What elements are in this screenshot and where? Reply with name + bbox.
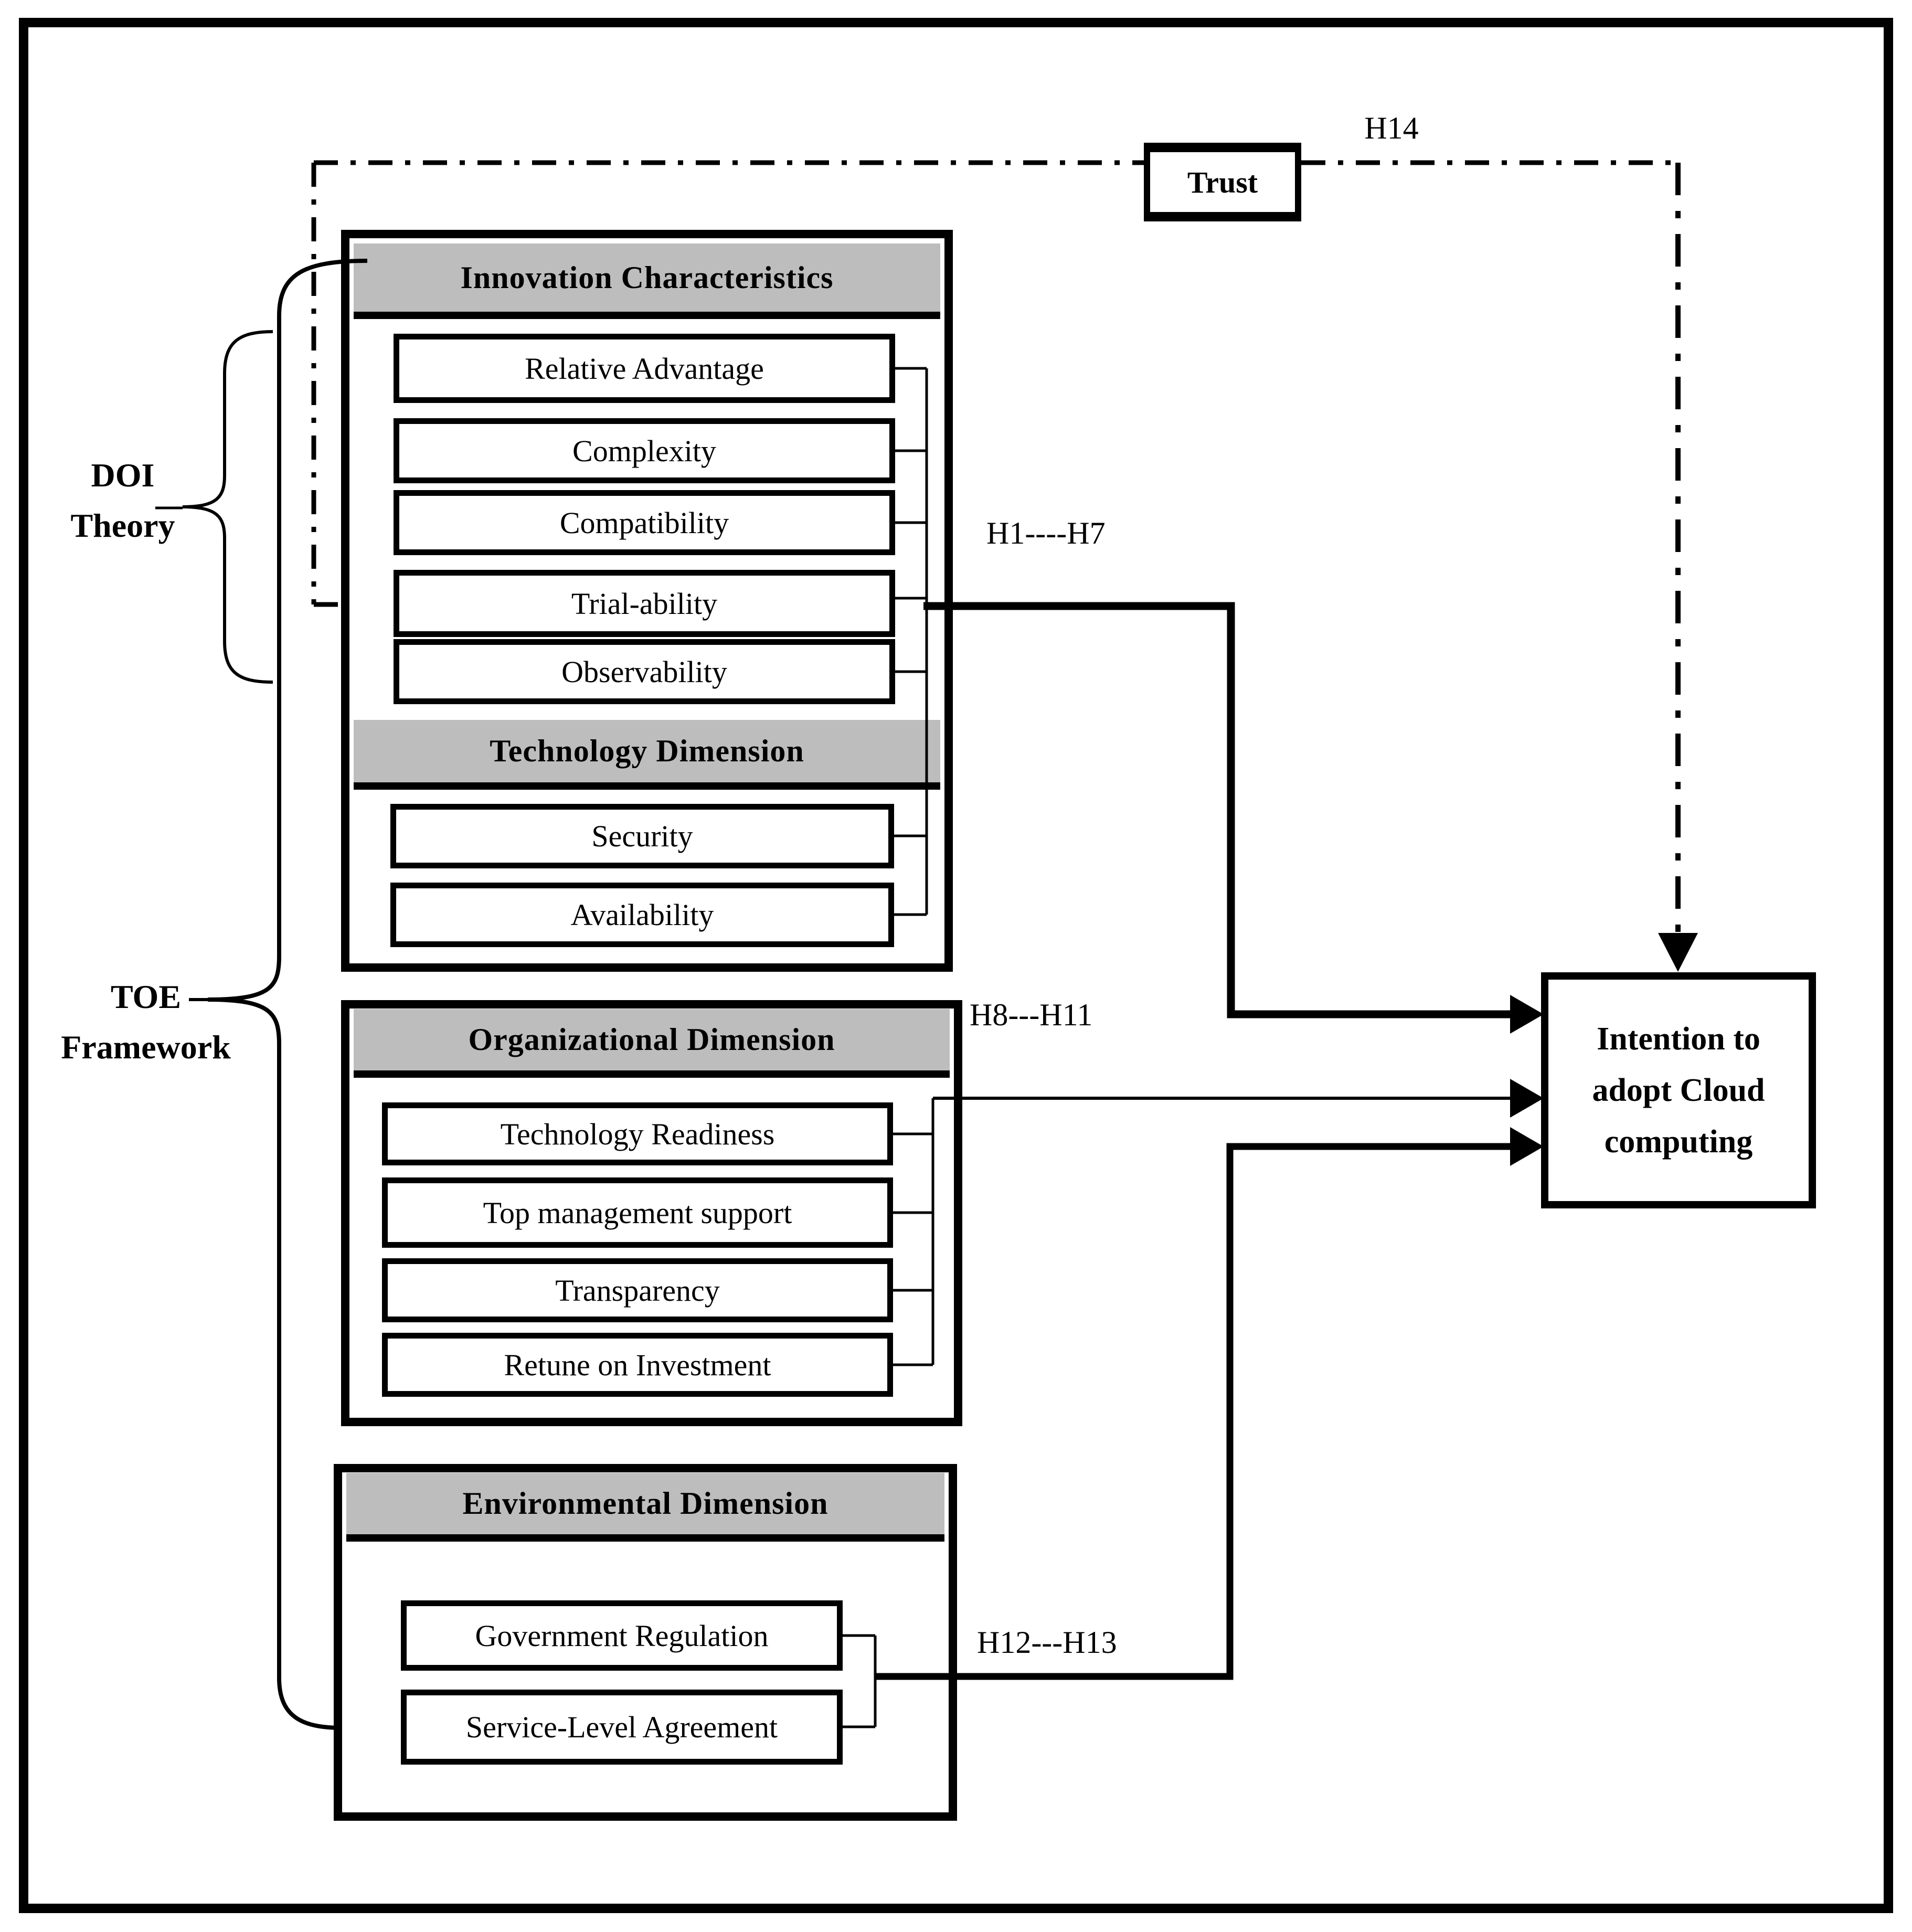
factor-label: Government Regulation: [475, 1618, 769, 1653]
factor-box-availability: Availability: [390, 883, 894, 947]
factor-box-government-regulation: Government Regulation: [401, 1600, 843, 1671]
doi-theory-label-line1: DOI: [91, 457, 155, 494]
factor-label: Service-Level Agreement: [465, 1710, 778, 1744]
organizational-dimension-header-label: Organizational Dimension: [468, 1022, 835, 1057]
technology-dimension-header-label: Technology Dimension: [490, 734, 804, 768]
doi-theory-label: DOI Theory: [30, 450, 215, 551]
innovation-characteristics-header-label: Innovation Characteristics: [460, 260, 834, 295]
intention-line-2: adopt Cloud: [1592, 1073, 1765, 1108]
innovation-characteristics-header: Innovation Characteristics: [354, 243, 940, 319]
factor-label: Availability: [570, 898, 714, 932]
factor-label: Technology Readiness: [500, 1117, 775, 1151]
factor-box-compatibility: Compatibility: [394, 490, 895, 555]
toe-framework-label-line2: Framework: [61, 1028, 231, 1066]
intention-line-3: computing: [1604, 1124, 1753, 1160]
factor-label: Observability: [561, 654, 727, 689]
toe-framework-label: TOE Framework: [41, 972, 251, 1073]
trust-box: Trust: [1144, 143, 1301, 221]
factor-label: Complexity: [572, 433, 716, 468]
factor-box-technology-readiness: Technology Readiness: [382, 1102, 893, 1165]
factor-box-security: Security: [390, 804, 894, 868]
intention-line-1: Intention to: [1597, 1021, 1760, 1057]
figure-border: [19, 18, 1893, 1913]
hypothesis-label-h12-h13: H12---H13: [977, 1625, 1117, 1660]
environmental-dimension-header: Environmental Dimension: [346, 1473, 944, 1542]
hypothesis-label-h8-h11: H8---H11: [970, 997, 1093, 1032]
factor-label: Top management support: [483, 1195, 792, 1230]
toe-framework-label-line1: TOE: [111, 978, 181, 1015]
technology-dimension-header: Technology Dimension: [354, 720, 940, 790]
factor-label: Transparency: [555, 1273, 720, 1308]
factor-label: Relative Advantage: [525, 351, 764, 386]
factor-box-observability: Observability: [394, 639, 895, 704]
factor-box-relative-advantage: Relative Advantage: [394, 334, 895, 403]
factor-label: Compatibility: [559, 505, 729, 540]
factor-box-trial-ability: Trial-ability: [394, 570, 895, 637]
factor-box-service-level-agreement: Service-Level Agreement: [401, 1690, 843, 1765]
factor-box-transparency: Transparency: [382, 1258, 893, 1322]
factor-box-top-management-support: Top management support: [382, 1177, 893, 1248]
hypothesis-label-h1-h7: H1----H7: [986, 516, 1106, 550]
factor-box-return-on-investment: Retune on Investment: [382, 1333, 893, 1397]
environmental-dimension-header-label: Environmental Dimension: [462, 1486, 828, 1521]
intention-to-adopt-box: Intention to adopt Cloud computing: [1541, 972, 1816, 1208]
factor-label: Trial-ability: [571, 586, 718, 621]
organizational-dimension-header: Organizational Dimension: [354, 1009, 950, 1078]
doi-theory-label-line2: Theory: [70, 507, 175, 544]
factor-box-complexity: Complexity: [394, 418, 895, 483]
hypothesis-label-h14: H14: [1364, 111, 1419, 145]
factor-label: Retune on Investment: [504, 1347, 771, 1382]
trust-label: Trust: [1187, 165, 1258, 199]
factor-label: Security: [591, 819, 693, 853]
